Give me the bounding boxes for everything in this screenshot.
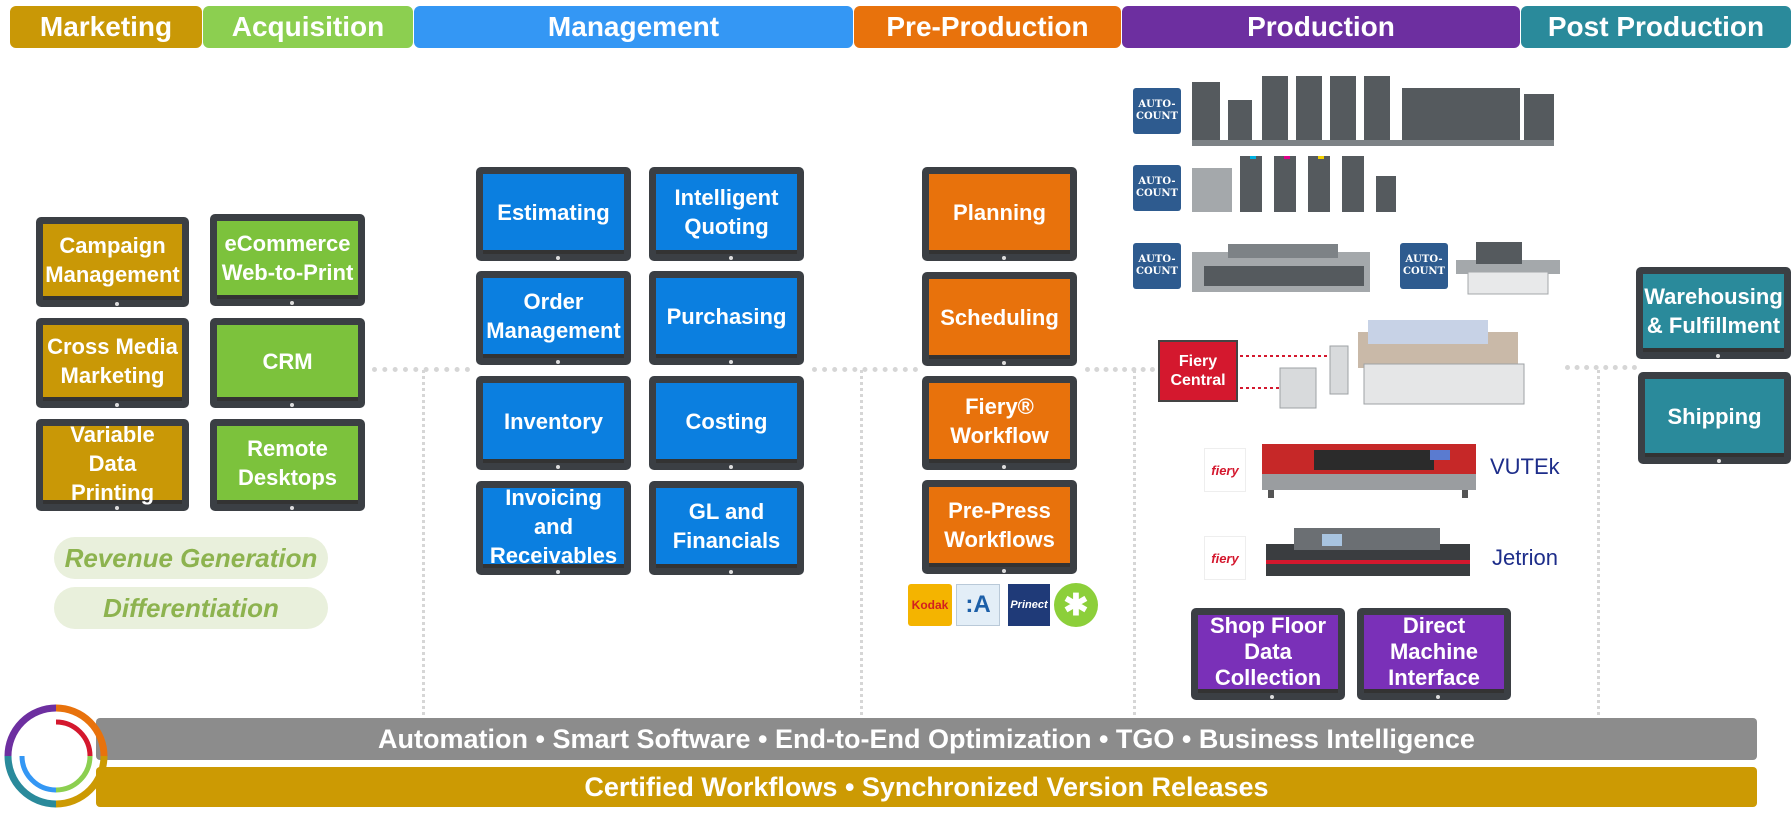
tile-label: Purchasing bbox=[656, 278, 797, 354]
tile-label: Fiery® Workflow bbox=[929, 383, 1070, 459]
tile-label: Costing bbox=[656, 383, 797, 459]
workflows-bar: Certified Workflows • Synchronized Versi… bbox=[96, 767, 1757, 807]
tile-label: Planning bbox=[929, 174, 1070, 250]
tile-cross-media-marketing[interactable]: Cross Media Marketing bbox=[36, 318, 189, 408]
autocount-badge: AUTO-COUNT bbox=[1133, 165, 1181, 211]
column-divider bbox=[860, 370, 863, 715]
autocount-badge: AUTO-COUNT bbox=[1133, 88, 1181, 134]
agfa-apogee-logo: :A bbox=[956, 584, 1000, 626]
tile-label: Order Management bbox=[483, 278, 624, 354]
tile-scheduling[interactable]: Scheduling bbox=[922, 272, 1077, 366]
fiery-central-box: Fiery Central bbox=[1158, 340, 1238, 402]
digital-presses bbox=[1240, 320, 1525, 409]
tile-label: Remote Desktops bbox=[217, 426, 358, 500]
spiral-logo-icon bbox=[4, 704, 108, 808]
capabilities-bar: Automation • Smart Software • End-to-End… bbox=[96, 718, 1757, 760]
connector-line bbox=[1565, 365, 1637, 370]
tile-label: Cross Media Marketing bbox=[43, 325, 182, 397]
tile-label: Inventory bbox=[483, 383, 624, 459]
tile-purchasing[interactable]: Purchasing bbox=[649, 271, 804, 365]
autocount-badge: AUTO-COUNT bbox=[1133, 243, 1181, 289]
tile-label: CRM bbox=[217, 325, 358, 397]
tile-invoicing-and-receivables[interactable]: Invoicing and Receivables bbox=[476, 481, 631, 575]
header-management: Management bbox=[414, 6, 853, 48]
tile-order-management[interactable]: Order Management bbox=[476, 271, 631, 365]
jetrion-label: Jetrion bbox=[1492, 545, 1559, 570]
connector-line bbox=[812, 367, 918, 372]
tile-variable-data-printing[interactable]: Variable Data Printing bbox=[36, 419, 189, 511]
tile-shipping[interactable]: Shipping bbox=[1638, 372, 1791, 464]
tile-crm[interactable]: CRM bbox=[210, 318, 365, 408]
tile-ecommerce-web-to-print[interactable]: eCommerce Web-to-Print bbox=[210, 214, 365, 306]
autocount-badge: AUTO-COUNT bbox=[1400, 243, 1448, 289]
header-production: Production bbox=[1122, 6, 1520, 48]
kodak-logo: Kodak bbox=[908, 584, 952, 626]
tile-fiery-workflow[interactable]: Fiery® Workflow bbox=[922, 376, 1077, 470]
offset-press-1 bbox=[1192, 76, 1554, 146]
tile-label: Invoicing and Receivables bbox=[483, 485, 624, 568]
tile-direct-machine-interface[interactable]: Direct Machine Interface bbox=[1357, 608, 1511, 700]
tile-campaign-management[interactable]: Campaign Management bbox=[36, 217, 189, 307]
prinect-logo: Prinect bbox=[1008, 584, 1050, 626]
tile-planning[interactable]: Planning bbox=[922, 167, 1077, 261]
tile-remote-desktops[interactable]: Remote Desktops bbox=[210, 419, 365, 511]
esko-star-logo: ✱ bbox=[1054, 583, 1098, 627]
tile-estimating[interactable]: Estimating bbox=[476, 167, 631, 261]
finishing-machine bbox=[1456, 242, 1560, 295]
tile-pre-press-workflows[interactable]: Pre-Press Workflows bbox=[922, 480, 1077, 574]
fiery-logo: fiery bbox=[1204, 448, 1246, 492]
revenue-generation-pill: Revenue Generation bbox=[54, 537, 328, 579]
tile-label: eCommerce Web-to-Print bbox=[217, 221, 358, 295]
tile-label: Campaign Management bbox=[43, 224, 182, 296]
tile-label: Warehousing & Fulfillment bbox=[1643, 274, 1784, 348]
header-post-production: Post Production bbox=[1521, 6, 1791, 48]
tile-label: Variable Data Printing bbox=[43, 422, 182, 505]
column-divider bbox=[1597, 370, 1600, 715]
connector-line bbox=[372, 367, 470, 372]
tile-label: Intelligent Quoting bbox=[656, 174, 797, 250]
header-acquisition: Acquisition bbox=[203, 6, 413, 48]
vutek-label: VUTEk bbox=[1490, 454, 1560, 479]
tile-label: Pre-Press Workflows bbox=[929, 487, 1070, 563]
header-pre-production: Pre-Production bbox=[854, 6, 1121, 48]
column-divider bbox=[1133, 370, 1136, 715]
tile-label: Direct Machine Interface bbox=[1364, 613, 1504, 690]
tile-intelligent-quoting[interactable]: Intelligent Quoting bbox=[649, 167, 804, 261]
tile-costing[interactable]: Costing bbox=[649, 376, 804, 470]
column-divider bbox=[422, 370, 425, 715]
tile-shop-floor-data-collection[interactable]: Shop Floor Data Collection bbox=[1191, 608, 1345, 700]
tile-label: Shop Floor Data Collection bbox=[1198, 613, 1338, 690]
differentiation-pill: Differentiation bbox=[54, 587, 328, 629]
offset-press-2 bbox=[1192, 156, 1396, 212]
offset-press-3 bbox=[1192, 244, 1370, 292]
tile-label: Shipping bbox=[1645, 379, 1784, 453]
tile-label: GL and Financials bbox=[656, 488, 797, 564]
fiery-logo: fiery bbox=[1204, 536, 1246, 580]
tile-warehousing-fulfillment[interactable]: Warehousing & Fulfillment bbox=[1636, 267, 1791, 359]
connector-line bbox=[1085, 367, 1155, 372]
vutek-printer bbox=[1262, 444, 1476, 498]
jetrion-printer bbox=[1266, 528, 1470, 576]
header-marketing: Marketing bbox=[10, 6, 202, 48]
tile-label: Estimating bbox=[483, 174, 624, 250]
tile-inventory[interactable]: Inventory bbox=[476, 376, 631, 470]
tile-label: Scheduling bbox=[929, 279, 1070, 355]
tile-gl-and-financials[interactable]: GL and Financials bbox=[649, 481, 804, 575]
